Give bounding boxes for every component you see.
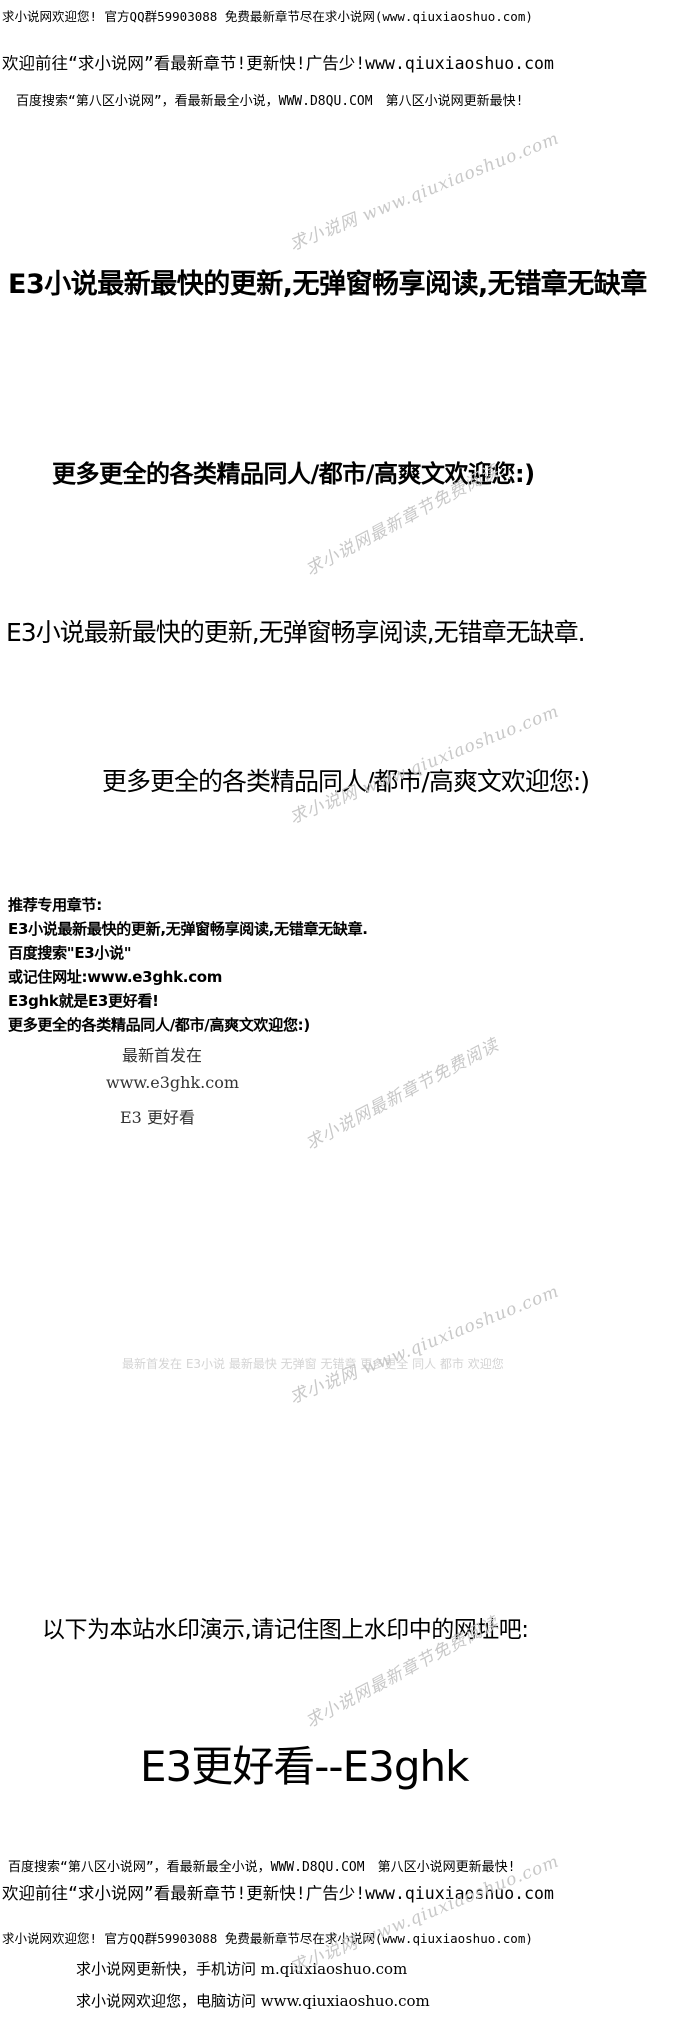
- recommend-serif-line: E3 更好看: [120, 1108, 195, 1127]
- banner-bold-1: E3小说最新最快的更新,无弹窗畅享阅读,无错章无缺章: [8, 269, 647, 300]
- recommend-line: 推荐专用章节:: [8, 896, 102, 914]
- watermark-free: 求小说网最新章节免费阅读: [302, 1035, 503, 1155]
- watermark-demo-big: E3更好看--E3ghk: [140, 1742, 469, 1791]
- recommend-line: 更多更全的各类精品同人/都市/高爽文欢迎您:): [8, 1016, 310, 1034]
- footer-line-2: 欢迎前往“求小说网”看最新章节!更新快!广告少!www.qiuxiaoshuo.…: [2, 1884, 554, 1903]
- banner-plain-1: E3小说最新最快的更新,无弹窗畅享阅读,无错章无缺章.: [6, 618, 586, 647]
- watermark-site: 求小说网 www.qiuxiaoshuo.com: [286, 128, 563, 256]
- recommend-line: E3ghk就是E3更好看!: [8, 992, 159, 1010]
- header-line-2: 欢迎前往“求小说网”看最新章节!更新快!广告少!www.qiuxiaoshuo.…: [2, 54, 554, 73]
- footer-mobile-link[interactable]: 求小说网更新快，手机访问 m.qiuxiaoshuo.com: [76, 1960, 408, 1978]
- recommend-serif-line: www.e3ghk.com: [106, 1073, 240, 1092]
- recommend-serif-line: 最新首发在: [122, 1046, 203, 1065]
- footer-pc-link[interactable]: 求小说网欢迎您，电脑访问 www.qiuxiaoshuo.com: [76, 1992, 430, 2010]
- watermark-demo-intro: 以下为本站水印演示,请记住图上水印中的网址吧:: [42, 1617, 529, 1643]
- header-line-3: 百度搜索“第八区小说网”，看最新最全小说，WWW.D8QU.COM 第八区小说网…: [16, 94, 524, 109]
- header-line-1: 求小说网欢迎您! 官方QQ群59903088 免费最新章节尽在求小说网(www.…: [2, 9, 533, 24]
- footer-line-3: 求小说网欢迎您! 官方QQ群59903088 免费最新章节尽在求小说网(www.…: [2, 1931, 533, 1946]
- recommend-block: 推荐专用章节: E3小说最新最快的更新,无弹窗畅享阅读,无错章无缺章. 百度搜索…: [8, 893, 368, 1037]
- watermark-site: 求小说网 www.qiuxiaoshuo.com: [286, 1281, 563, 1409]
- banner-plain-2: 更多更全的各类精品同人/都市/高爽文欢迎您:): [102, 767, 590, 796]
- faint-text-line: 最新首发在 E3小说 最新最快 无弹窗 无错章 更多更全 同人 都市 欢迎您: [122, 1357, 504, 1371]
- recommend-line: 百度搜索"E3小说": [8, 944, 132, 962]
- recommend-line: E3小说最新最快的更新,无弹窗畅享阅读,无错章无缺章.: [8, 920, 368, 938]
- footer-line-1: 百度搜索“第八区小说网”，看最新最全小说，WWW.D8QU.COM 第八区小说网…: [8, 1860, 516, 1875]
- recommend-line: 或记住网址:www.e3ghk.com: [8, 968, 223, 986]
- banner-bold-2: 更多更全的各类精品同人/都市/高爽文欢迎您:): [52, 460, 535, 488]
